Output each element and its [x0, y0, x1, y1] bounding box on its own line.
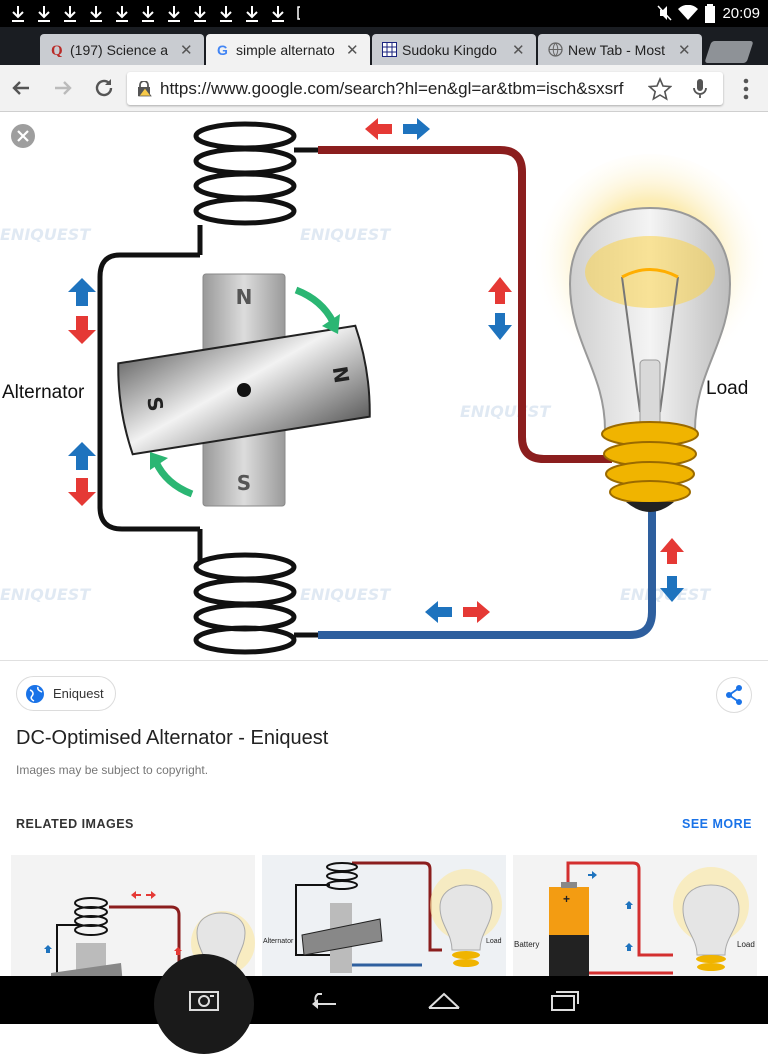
watermark: ENIQUEST [0, 225, 91, 244]
download-icon [142, 6, 154, 22]
svg-text:ENIQUEST: ENIQUEST [0, 585, 91, 604]
svg-text:+: + [563, 892, 570, 906]
image-viewer: ENIQUEST ENIQUEST ENIQUEST ENIQUEST ENIQ… [0, 112, 768, 977]
related-image-thumbnail[interactable]: + Battery Load [513, 855, 757, 977]
menu-icon[interactable] [734, 77, 758, 101]
thumbnail-label: Alternator [263, 938, 294, 945]
svg-text:N: N [328, 365, 354, 385]
screenshot-button[interactable] [174, 976, 234, 1024]
load-label: Load [706, 378, 748, 399]
see-more-link[interactable]: SEE MORE [682, 817, 752, 831]
recents-button[interactable] [534, 976, 594, 1024]
image-title-link[interactable]: DC-Optimised Alternator - Eniquest [16, 727, 329, 749]
tab-science[interactable]: Q (197) Science a ✕ [40, 34, 204, 65]
home-button[interactable] [414, 976, 474, 1024]
tab-label: Sudoku Kingdo [402, 41, 497, 58]
browser-toolbar: https://www.google.com/search?hl=en&gl=a… [0, 65, 768, 112]
alternator-diagram-image[interactable]: ENIQUEST ENIQUEST ENIQUEST ENIQUEST ENIQ… [0, 112, 768, 660]
reload-icon[interactable] [92, 76, 116, 100]
microphone-icon[interactable] [688, 77, 712, 101]
tab-label: (197) Science a [70, 41, 169, 58]
download-icon [220, 6, 232, 22]
light-bulb [568, 206, 732, 512]
android-nav-bar [0, 954, 768, 1054]
download-icon [12, 6, 24, 22]
share-button[interactable] [716, 677, 752, 713]
home-icon [428, 992, 460, 1009]
image-info-panel: Eniquest DC-Optimised Alternator - Eniqu… [0, 660, 768, 977]
lock-warning-icon [138, 81, 152, 97]
tab-bar: Q (197) Science a ✕ G simple alternato ✕… [0, 27, 768, 65]
download-icon [64, 6, 76, 22]
svg-text:S: S [142, 395, 168, 413]
alternator-label: Alternator [2, 382, 85, 403]
copyright-notice: Images may be subject to copyright. [16, 763, 209, 777]
rotor-axle [237, 383, 251, 397]
tab-simple-alternator[interactable]: G simple alternato ✕ [206, 34, 370, 65]
download-icon [194, 6, 206, 22]
download-icon [272, 6, 284, 22]
close-tab-icon[interactable]: ✕ [346, 41, 359, 59]
globe-icon [26, 684, 44, 703]
close-tab-icon[interactable]: ✕ [180, 41, 193, 59]
share-icon [726, 685, 742, 705]
sudoku-icon [382, 42, 397, 57]
battery-icon [705, 3, 716, 23]
image-icon [297, 6, 300, 20]
svg-text:G: G [217, 42, 228, 57]
download-icon [116, 6, 128, 22]
quora-icon: Q [51, 43, 63, 57]
svg-text:ENIQUEST: ENIQUEST [460, 402, 551, 421]
google-icon: G [217, 42, 228, 57]
status-bar: 20:09 [0, 0, 768, 27]
back-nav-icon [312, 993, 336, 1009]
related-image-thumbnail[interactable]: Alternator Load [262, 855, 506, 977]
svg-text:Q: Q [51, 43, 63, 57]
black-wire [97, 252, 200, 532]
download-icon [90, 6, 102, 22]
source-chip[interactable]: Eniquest [16, 676, 116, 711]
north-label: N [236, 285, 253, 309]
tab-sudoku[interactable]: Sudoku Kingdo ✕ [372, 34, 536, 65]
related-image-thumbnail[interactable] [11, 855, 255, 977]
tab-label: simple alternato [236, 41, 335, 58]
back-button[interactable] [294, 976, 354, 1024]
close-icon [17, 130, 29, 142]
tab-label: New Tab - Most [568, 41, 665, 58]
south-label: S [237, 471, 251, 495]
related-images-heading: RELATED IMAGES [16, 817, 134, 831]
mute-icon [657, 5, 673, 21]
thumbnail-label: Battery [514, 940, 539, 949]
top-coil [193, 121, 318, 226]
thumbnail-label: Load [737, 940, 755, 949]
red-wire [318, 146, 612, 463]
new-tab-button[interactable] [704, 41, 754, 63]
close-tab-icon[interactable]: ✕ [512, 41, 525, 59]
recents-icon [551, 991, 579, 1011]
download-icon [168, 6, 180, 22]
close-tab-icon[interactable]: ✕ [678, 41, 691, 59]
blue-wire [318, 507, 656, 639]
current-arrows [68, 118, 684, 623]
url-bar[interactable]: https://www.google.com/search?hl=en&gl=a… [127, 72, 723, 105]
thumbnail-label: Load [486, 938, 502, 945]
back-icon[interactable] [9, 76, 33, 100]
source-name: Eniquest [53, 686, 104, 701]
download-notification-icons [12, 6, 300, 22]
url-text: https://www.google.com/search?hl=en&gl=a… [160, 79, 624, 98]
star-icon[interactable] [648, 77, 672, 101]
download-icon [38, 6, 50, 22]
download-icon [246, 6, 258, 22]
close-image-button[interactable] [11, 124, 35, 148]
clock: 20:09 [722, 4, 760, 22]
svg-text:ENIQUEST: ENIQUEST [300, 585, 391, 604]
svg-text:ENIQUEST: ENIQUEST [300, 225, 391, 244]
forward-icon[interactable] [51, 76, 75, 100]
globe-icon [548, 42, 563, 57]
wifi-icon [678, 5, 699, 20]
camera-icon [189, 991, 219, 1011]
tab-new-tab[interactable]: New Tab - Most ✕ [538, 34, 702, 65]
bottom-coil [193, 552, 318, 655]
rotation-arrow [294, 286, 337, 324]
